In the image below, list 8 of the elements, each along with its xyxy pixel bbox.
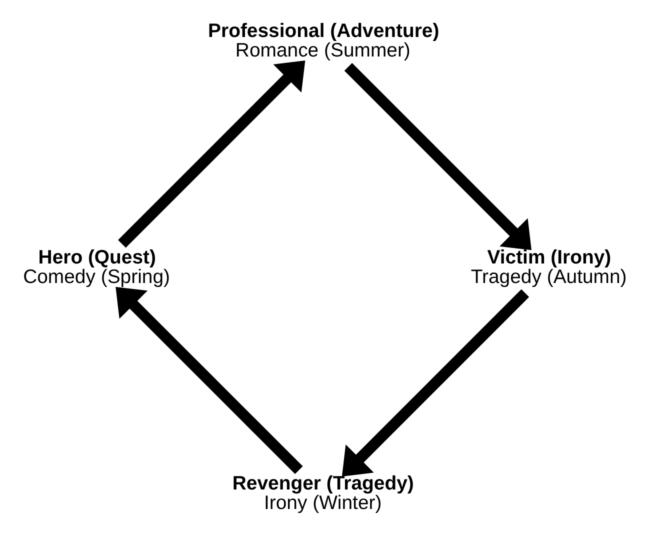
node-text: Professional (Adventure) Romance (Summer) (208, 20, 440, 62)
arrow (342, 289, 530, 476)
node-text: Revenger (Tragedy) Irony (Winter) (232, 472, 414, 514)
arrow (116, 286, 303, 474)
node-text: Victim (Irony) Tragedy (Autumn) (470, 246, 627, 288)
arrow (344, 62, 532, 250)
node-text: Hero (Quest) Comedy (Spring) (23, 246, 170, 288)
arrow (118, 60, 306, 248)
